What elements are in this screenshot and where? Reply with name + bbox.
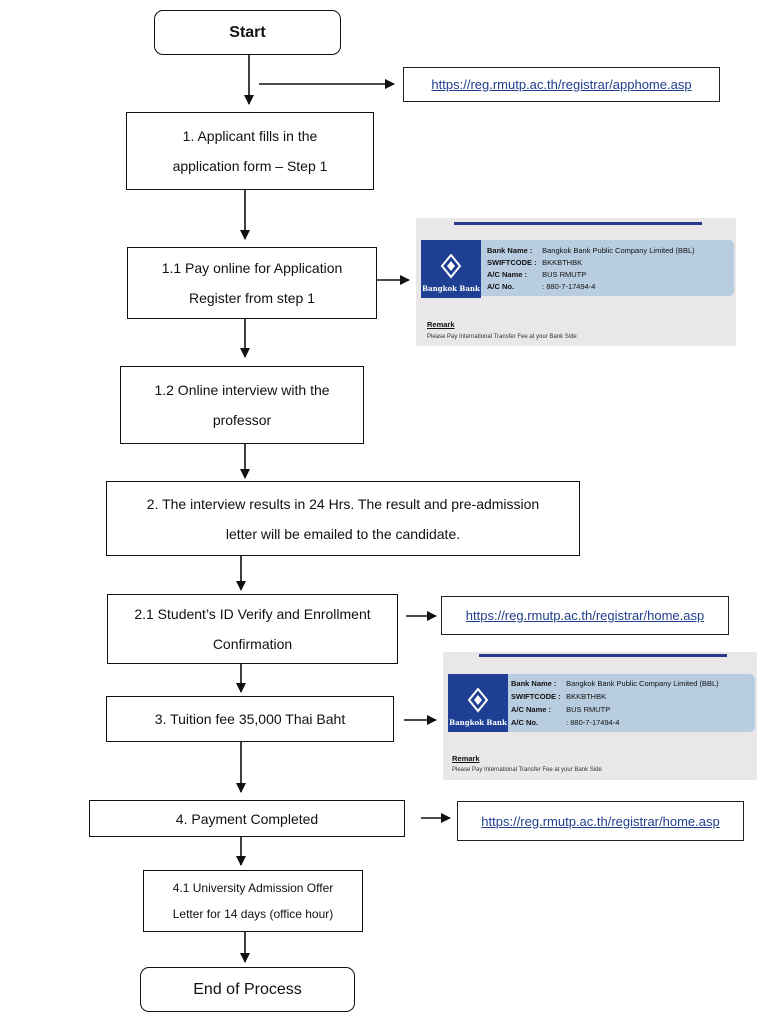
bank-logo-text: Bangkok Bank (449, 718, 507, 727)
bangkok-bank-logo: Bangkok Bank (421, 240, 481, 298)
bank-card-1: Bangkok Bank Bank Name : Bangkok Bank Pu… (416, 218, 736, 346)
step-2-1-line-2: Confirmation (212, 636, 293, 652)
step-4-1-line-2: Letter for 14 days (office hour) (172, 907, 334, 921)
step-2-line-1: 2. The interview results in 24 Hrs. The … (146, 495, 540, 512)
step-1-1-line-1: 1.1 Pay online for Application (161, 260, 343, 276)
step-2-1-box: 2.1 Student’s ID Verify and Enrollment C… (107, 594, 398, 664)
swift-row: SWIFTCODE : BKKBTHBK (487, 258, 583, 267)
start-label: Start (229, 23, 266, 41)
account-number-row: A/C No. : 880-7-17494-4 (487, 282, 596, 291)
bank-card-top-line (479, 654, 727, 657)
end-label: End of Process (193, 980, 302, 998)
step-4-box: 4. Payment Completed (89, 800, 405, 837)
home-link-box-2: https://reg.rmutp.ac.th/registrar/home.a… (457, 801, 744, 841)
bangkok-bank-logo: Bangkok Bank (448, 674, 508, 732)
step-2-line-2: letter will be emailed to the candidate. (225, 525, 461, 542)
bank-name-row: Bank Name : Bangkok Bank Public Company … (511, 679, 719, 688)
step-1-line-2: application form – Step 1 (172, 158, 328, 174)
step-1-2-line-2: professor (212, 412, 272, 428)
remark-text: Please Pay International Transfer Fee at… (452, 767, 602, 773)
step-1-2-box: 1.2 Online interview with the professor (120, 366, 364, 444)
step-1-line-1: 1. Applicant fills in the (182, 128, 318, 144)
bank-emblem-icon (440, 254, 462, 279)
step-1-1-box: 1.1 Pay online for Application Register … (127, 247, 377, 319)
end-node: End of Process (140, 967, 355, 1012)
step-1-box: 1. Applicant fills in the application fo… (126, 112, 374, 190)
bank-info-panel (478, 240, 734, 296)
remark-title: Remark (452, 754, 480, 763)
step-4-label: 4. Payment Completed (175, 810, 319, 827)
step-3-label: 3. Tuition fee 35,000 Thai Baht (154, 711, 346, 727)
bank-emblem-icon (467, 688, 489, 713)
swift-row: SWIFTCODE : BKKBTHBK (511, 692, 607, 701)
step-4-1-box: 4.1 University Admission Offer Letter fo… (143, 870, 363, 932)
bank-card-2: Bangkok Bank Bank Name : Bangkok Bank Pu… (443, 652, 757, 780)
home-link-box-1: https://reg.rmutp.ac.th/registrar/home.a… (441, 596, 729, 635)
bank-card-top-line (454, 222, 702, 225)
apphome-link-box: https://reg.rmutp.ac.th/registrar/apphom… (403, 67, 720, 102)
account-name-row: A/C Name : BUS RMUTP (487, 270, 587, 279)
step-3-box: 3. Tuition fee 35,000 Thai Baht (106, 696, 394, 742)
remark-text: Please Pay International Transfer Fee at… (427, 334, 577, 340)
start-node: Start (154, 10, 341, 55)
bank-info-panel (503, 674, 755, 732)
home-link-1[interactable]: https://reg.rmutp.ac.th/registrar/home.a… (465, 608, 705, 623)
step-2-box: 2. The interview results in 24 Hrs. The … (106, 481, 580, 556)
bank-name-row: Bank Name : Bangkok Bank Public Company … (487, 246, 695, 255)
account-name-row: A/C Name : BUS RMUTP (511, 705, 611, 714)
bank-logo-text: Bangkok Bank (422, 284, 480, 293)
step-2-1-line-1: 2.1 Student’s ID Verify and Enrollment (134, 606, 371, 622)
account-number-row: A/C No. : 880-7-17494-4 (511, 718, 620, 727)
home-link-2[interactable]: https://reg.rmutp.ac.th/registrar/home.a… (481, 813, 720, 829)
apphome-link[interactable]: https://reg.rmutp.ac.th/registrar/apphom… (431, 77, 692, 92)
step-1-1-line-2: Register from step 1 (188, 290, 316, 306)
step-1-2-line-1: 1.2 Online interview with the (154, 382, 330, 398)
remark-title: Remark (427, 320, 455, 329)
step-4-1-line-1: 4.1 University Admission Offer (172, 881, 334, 895)
